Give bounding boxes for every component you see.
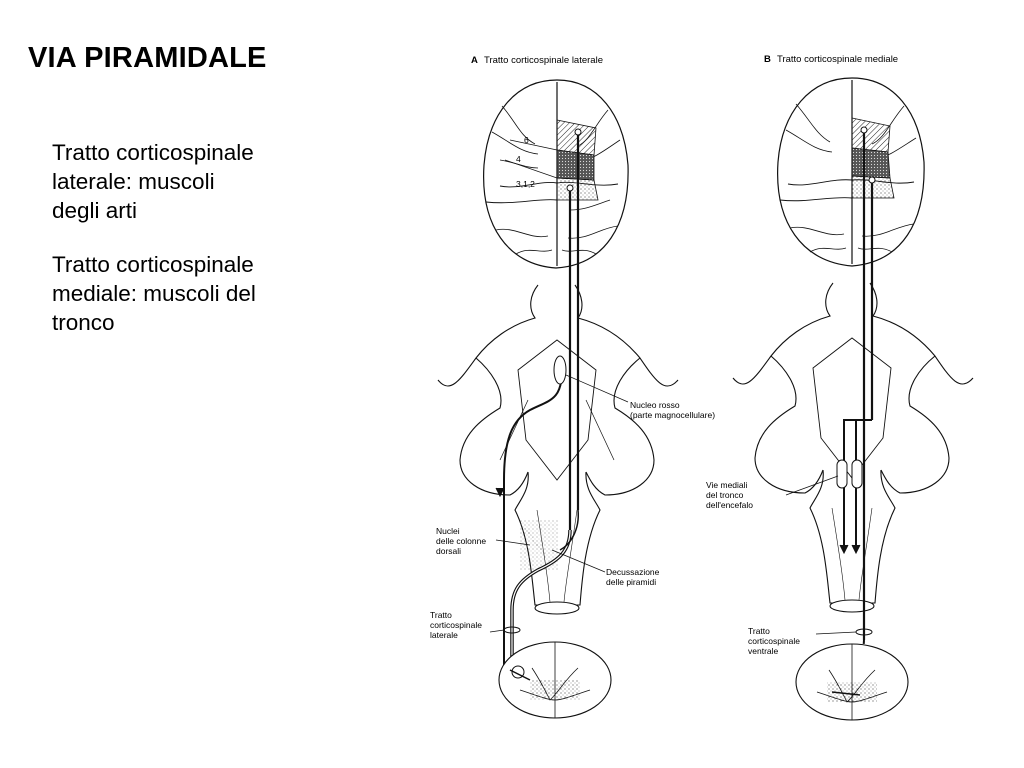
panel-a-brain	[483, 79, 629, 269]
label-nuclei-2: delle colonne	[436, 536, 486, 546]
panel-b-brain	[777, 77, 925, 267]
label-vie-mediali-3: dell'encefalo	[706, 500, 753, 510]
panel-a-title: Tratto corticospinale laterale	[484, 55, 603, 66]
label-vie-mediali-1: Vie mediali	[706, 480, 748, 490]
label-tratto-ventrale-1: Tratto	[748, 626, 770, 636]
bullet-list: Tratto corticospinale laterale: muscoli …	[52, 138, 322, 362]
panel-a-tracts	[495, 128, 582, 680]
panel-a-spinal-cord	[498, 641, 612, 719]
label-decussazione-1: Decussazione	[606, 567, 660, 577]
panel-b-letter: B	[764, 54, 771, 65]
label-nucleo-rosso-1: Nucleo rosso	[630, 400, 680, 410]
label-tratto-ventrale-3: ventrale	[748, 646, 779, 656]
area-label-4: 4	[516, 154, 521, 164]
label-nuclei-3: dorsali	[436, 546, 461, 556]
panel-b: B Tratto corticospinale mediale	[706, 54, 974, 721]
panel-b-leaders	[785, 475, 857, 635]
panel-a-letter: A	[471, 55, 478, 66]
panel-b-brainstem	[732, 282, 974, 613]
bullet-medial: Tratto corticospinale mediale: muscoli d…	[52, 252, 256, 335]
label-tratto-ventrale-2: corticospinale	[748, 636, 800, 646]
panel-b-spinal-cord	[795, 643, 909, 721]
slide-title: VIA PIRAMIDALE	[28, 42, 267, 74]
panel-a-leaders	[489, 374, 629, 633]
panel-b-title: Tratto corticospinale mediale	[777, 54, 898, 65]
label-nuclei-1: Nuclei	[436, 526, 460, 536]
label-tratto-laterale-3: laterale	[430, 630, 458, 640]
label-vie-mediali-2: del tronco	[706, 490, 744, 500]
label-tratto-laterale-2: corticospinale	[430, 620, 482, 630]
pyramidal-tract-diagram: A Tratto corticospinale laterale	[430, 54, 974, 721]
label-decussazione-2: delle piramidi	[606, 577, 656, 587]
area-label-6: 6	[524, 135, 529, 145]
label-nucleo-rosso-2: (parte magnocellulare)	[630, 410, 715, 420]
bullet-lateral: Tratto corticospinale laterale: muscoli …	[52, 140, 254, 223]
panel-a: A Tratto corticospinale laterale	[430, 55, 715, 719]
label-tratto-laterale-1: Tratto	[430, 610, 452, 620]
area-label-312: 3,1,2	[516, 179, 535, 189]
